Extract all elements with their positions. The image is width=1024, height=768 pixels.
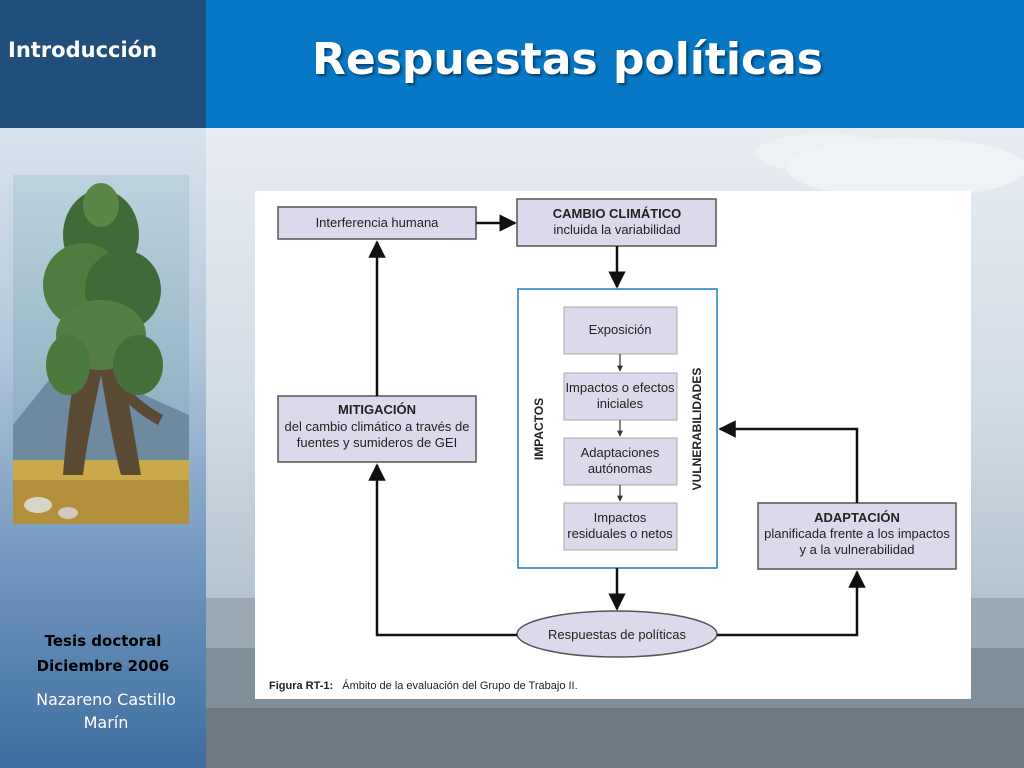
page-title: Respuestas políticas — [312, 34, 823, 85]
label-adaptaciones-2: autónomas — [588, 461, 653, 476]
thesis-label: Tesis doctoral — [44, 632, 162, 650]
label-cambio-sub: incluida la variabilidad — [553, 222, 680, 237]
section-header: Introducción — [0, 0, 206, 128]
label-vulnerabilidades-vertical: VULNERABILIDADES — [690, 368, 704, 491]
caption-text: Ámbito de la evaluación del Grupo de Tra… — [342, 679, 577, 692]
label-impactos-iniciales-1: Impactos o efectos — [565, 380, 675, 395]
box-adaptacion — [757, 502, 957, 570]
tree-illustration — [13, 175, 189, 524]
box-adaptaciones — [563, 437, 678, 486]
box-interferencia — [277, 206, 477, 240]
label-impactos-iniciales-2: iniciales — [597, 396, 644, 411]
label-respuestas: Respuestas de políticas — [548, 627, 687, 642]
caption-bold: Figura RT-1: — [269, 680, 333, 692]
label-impactos-vertical: IMPACTOS — [532, 398, 546, 460]
section-title: Introducción — [8, 38, 158, 62]
label-interferencia: Interferencia humana — [316, 215, 440, 230]
label-cambio-title: CAMBIO CLIMÁTICO — [553, 206, 682, 221]
author-line-1: Nazareno Castillo — [36, 690, 176, 709]
label-mitigacion-1: del cambio climático a través de — [285, 419, 470, 434]
sidebar: Introducción — [0, 0, 206, 768]
slide-header: Respuestas políticas — [206, 0, 1024, 128]
label-exposicion: Exposición — [589, 322, 652, 337]
label-adaptaciones-1: Adaptaciones — [581, 445, 660, 460]
thesis-date: Diciembre 2006 — [36, 657, 170, 675]
label-residuales-2: residuales o netos — [567, 526, 673, 541]
figure-caption: Figura RT-1: Ámbito de la evaluación del… — [269, 679, 578, 692]
label-mitigacion-2: fuentes y sumideros de GEI — [297, 435, 457, 450]
box-exposicion — [563, 306, 678, 355]
figure-diagram: Interferencia humana CAMBIO CLIMÁTICO in… — [255, 191, 971, 699]
author-line-2: Marín — [83, 713, 129, 732]
label-mitigacion-title: MITIGACIÓN — [338, 402, 416, 417]
label-residuales-1: Impactos — [594, 510, 647, 525]
label-adaptacion-2: y a la vulnerabilidad — [800, 542, 915, 557]
author-name: Nazareno Castillo Marín — [14, 688, 198, 734]
label-adaptacion-title: ADAPTACIÓN — [814, 510, 900, 525]
label-adaptacion-1: planificada frente a los impactos — [764, 526, 950, 541]
box-residuales — [563, 502, 678, 551]
box-impactos-iniciales — [563, 372, 678, 421]
box-mitigacion — [277, 395, 477, 463]
